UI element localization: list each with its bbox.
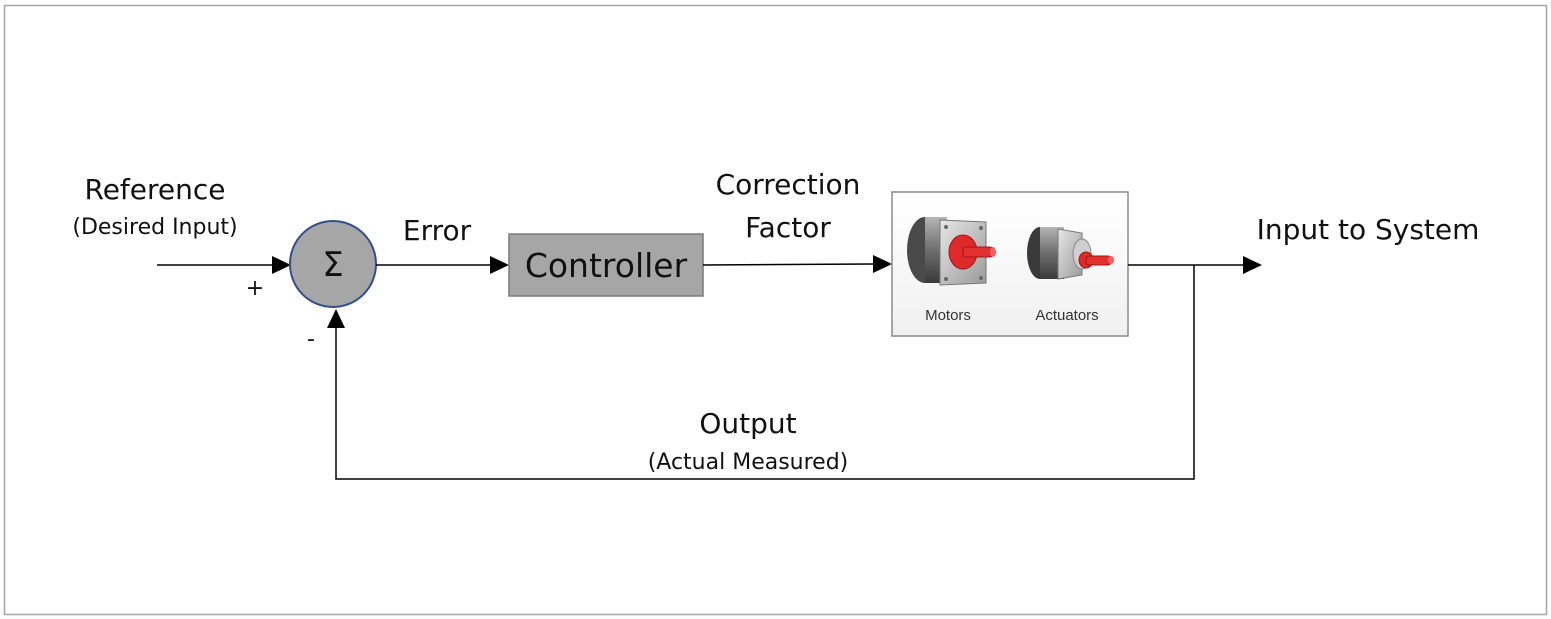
output-label: Output [699,407,796,440]
summing-junction [289,220,377,308]
minus-sign: - [307,327,315,352]
actuators-label: Actuators [1035,307,1098,324]
controller-block [508,233,704,297]
correction-label-line2: Factor [745,211,831,244]
correction-line [702,263,874,266]
controller-label: Controller [525,246,688,285]
motor-icon [907,217,996,286]
reference-sub-label: (Desired Input) [72,215,237,240]
feedback-arrowhead [327,309,345,328]
system-output-arrowhead [1243,256,1262,274]
error-label: Error [403,214,472,247]
reference-label: Reference [85,173,226,206]
feedback-path [335,265,1195,480]
correction-label-line1: Correction [716,168,861,201]
output-sub-label: (Actual Measured) [648,450,849,475]
motors-label: Motors [925,307,971,324]
input-to-system-label: Input to System [1257,213,1480,246]
diagram-frame [3,4,1548,616]
summing-symbol: Σ [322,245,343,285]
reference-arrowhead [272,256,291,274]
actuator-icon [1027,227,1114,280]
correction-arrowhead [873,255,892,273]
error-arrowhead [490,256,509,274]
plus-sign: + [246,276,264,301]
